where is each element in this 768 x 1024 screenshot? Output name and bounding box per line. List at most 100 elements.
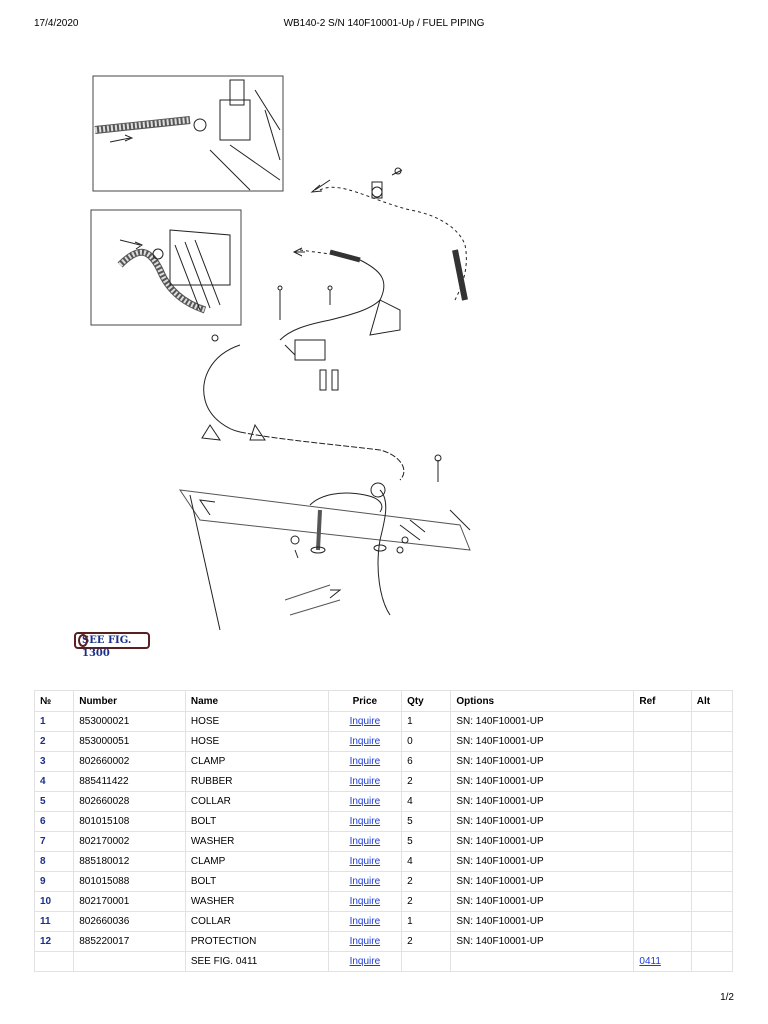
cell-name: COLLAR [184,791,329,812]
cell-ref [633,851,692,872]
cell-qty: 0 [401,731,452,752]
inquire-link[interactable]: Inquire [349,736,381,747]
inquire-link[interactable]: Inquire [349,916,381,927]
cell-number: 802170002 [73,831,186,852]
header-date: 17/4/2020 [34,18,79,29]
cell-price: Inquire [327,851,403,872]
inquire-link[interactable]: Inquire [349,776,381,787]
cell-options: SN: 140F10001-UP [450,891,635,912]
col-header-alt: Alt [690,690,734,712]
cell-options: SN: 140F10001-UP [450,931,635,952]
cell-alt [690,931,734,952]
cell-options: SN: 140F10001-UP [450,811,635,832]
cell-name: WASHER [184,891,329,912]
cell-number: 801015088 [73,871,186,892]
cell-price: Inquire [327,751,403,772]
cell-no: 6 [33,811,75,832]
cell-alt [690,771,734,792]
cell-number: 853000021 [73,711,186,732]
cell-price: Inquire [327,711,403,732]
col-header-ref: Ref [633,690,692,712]
cell-ref [633,931,692,952]
cell-name: BOLT [184,811,329,832]
cell-price: Inquire [327,791,403,812]
cell-options: SN: 140F10001-UP [450,751,635,772]
cell-qty: 2 [401,891,452,912]
cell-no: 5 [33,791,75,812]
cell-name: CLAMP [184,751,329,772]
inquire-link[interactable]: Inquire [349,956,381,967]
inquire-link[interactable]: Inquire [349,716,381,727]
cell-options [450,951,635,972]
page-number: 1/2 [720,992,734,1003]
cell-qty: 5 [401,811,452,832]
cell-alt [690,911,734,932]
cell-number: 802170001 [73,891,186,912]
inquire-link[interactable]: Inquire [349,856,381,867]
fuel-piping-diagram [90,75,471,631]
highlight-ring-icon [78,634,88,647]
cell-name: PROTECTION [184,931,329,952]
inquire-link[interactable]: Inquire [349,936,381,947]
inquire-link[interactable]: Inquire [349,796,381,807]
cell-alt [690,951,734,972]
cell-no: 12 [33,931,75,952]
cell-qty: 5 [401,831,452,852]
inquire-link[interactable]: Inquire [349,816,381,827]
inquire-link[interactable]: Inquire [349,756,381,767]
cell-price: Inquire [327,831,403,852]
cell-number: 885180012 [73,851,186,872]
cell-name: RUBBER [184,771,329,792]
cell-ref [633,791,692,812]
cell-options: SN: 140F10001-UP [450,771,635,792]
parts-table: № Number Name Price Qty Options Ref Alt … [33,690,734,972]
cell-alt [690,751,734,772]
inquire-link[interactable]: Inquire [349,836,381,847]
cell-ref [633,811,692,832]
cell-qty: 1 [401,711,452,732]
cell-alt [690,891,734,912]
ref-link[interactable]: 0411 [639,956,661,967]
cell-ref: 0411 [633,951,692,972]
cell-name: COLLAR [184,911,329,932]
cell-options: SN: 140F10001-UP [450,731,635,752]
cell-price: Inquire [327,771,403,792]
cell-name: BOLT [184,871,329,892]
col-header-no: № [33,690,75,712]
col-header-options: Options [450,690,635,712]
cell-ref [633,871,692,892]
cell-price: Inquire [327,931,403,952]
cell-qty: 2 [401,931,452,952]
cell-no: 3 [33,751,75,772]
cell-no: 4 [33,771,75,792]
cell-number [73,951,186,972]
inquire-link[interactable]: Inquire [349,876,381,887]
cell-no [33,951,75,972]
cell-number: 885220017 [73,931,186,952]
cell-number: 885411422 [73,771,186,792]
cell-options: SN: 140F10001-UP [450,871,635,892]
cell-no: 10 [33,891,75,912]
inquire-link[interactable]: Inquire [349,896,381,907]
cell-alt [690,851,734,872]
see-fig-1300-button[interactable]: SEE FIG. 1300 [74,632,150,659]
cell-number: 801015108 [73,811,186,832]
cell-price: Inquire [327,731,403,752]
cell-no: 8 [33,851,75,872]
cell-name: HOSE [184,711,329,732]
see-fig-1300-label: SEE FIG. 1300 [82,635,132,659]
cell-alt [690,711,734,732]
cell-options: SN: 140F10001-UP [450,791,635,812]
cell-options: SN: 140F10001-UP [450,831,635,852]
col-header-price: Price [327,690,403,712]
cell-name: CLAMP [184,851,329,872]
page-title: WB140-2 S/N 140F10001-Up / FUEL PIPING [283,18,485,29]
cell-options: SN: 140F10001-UP [450,851,635,872]
